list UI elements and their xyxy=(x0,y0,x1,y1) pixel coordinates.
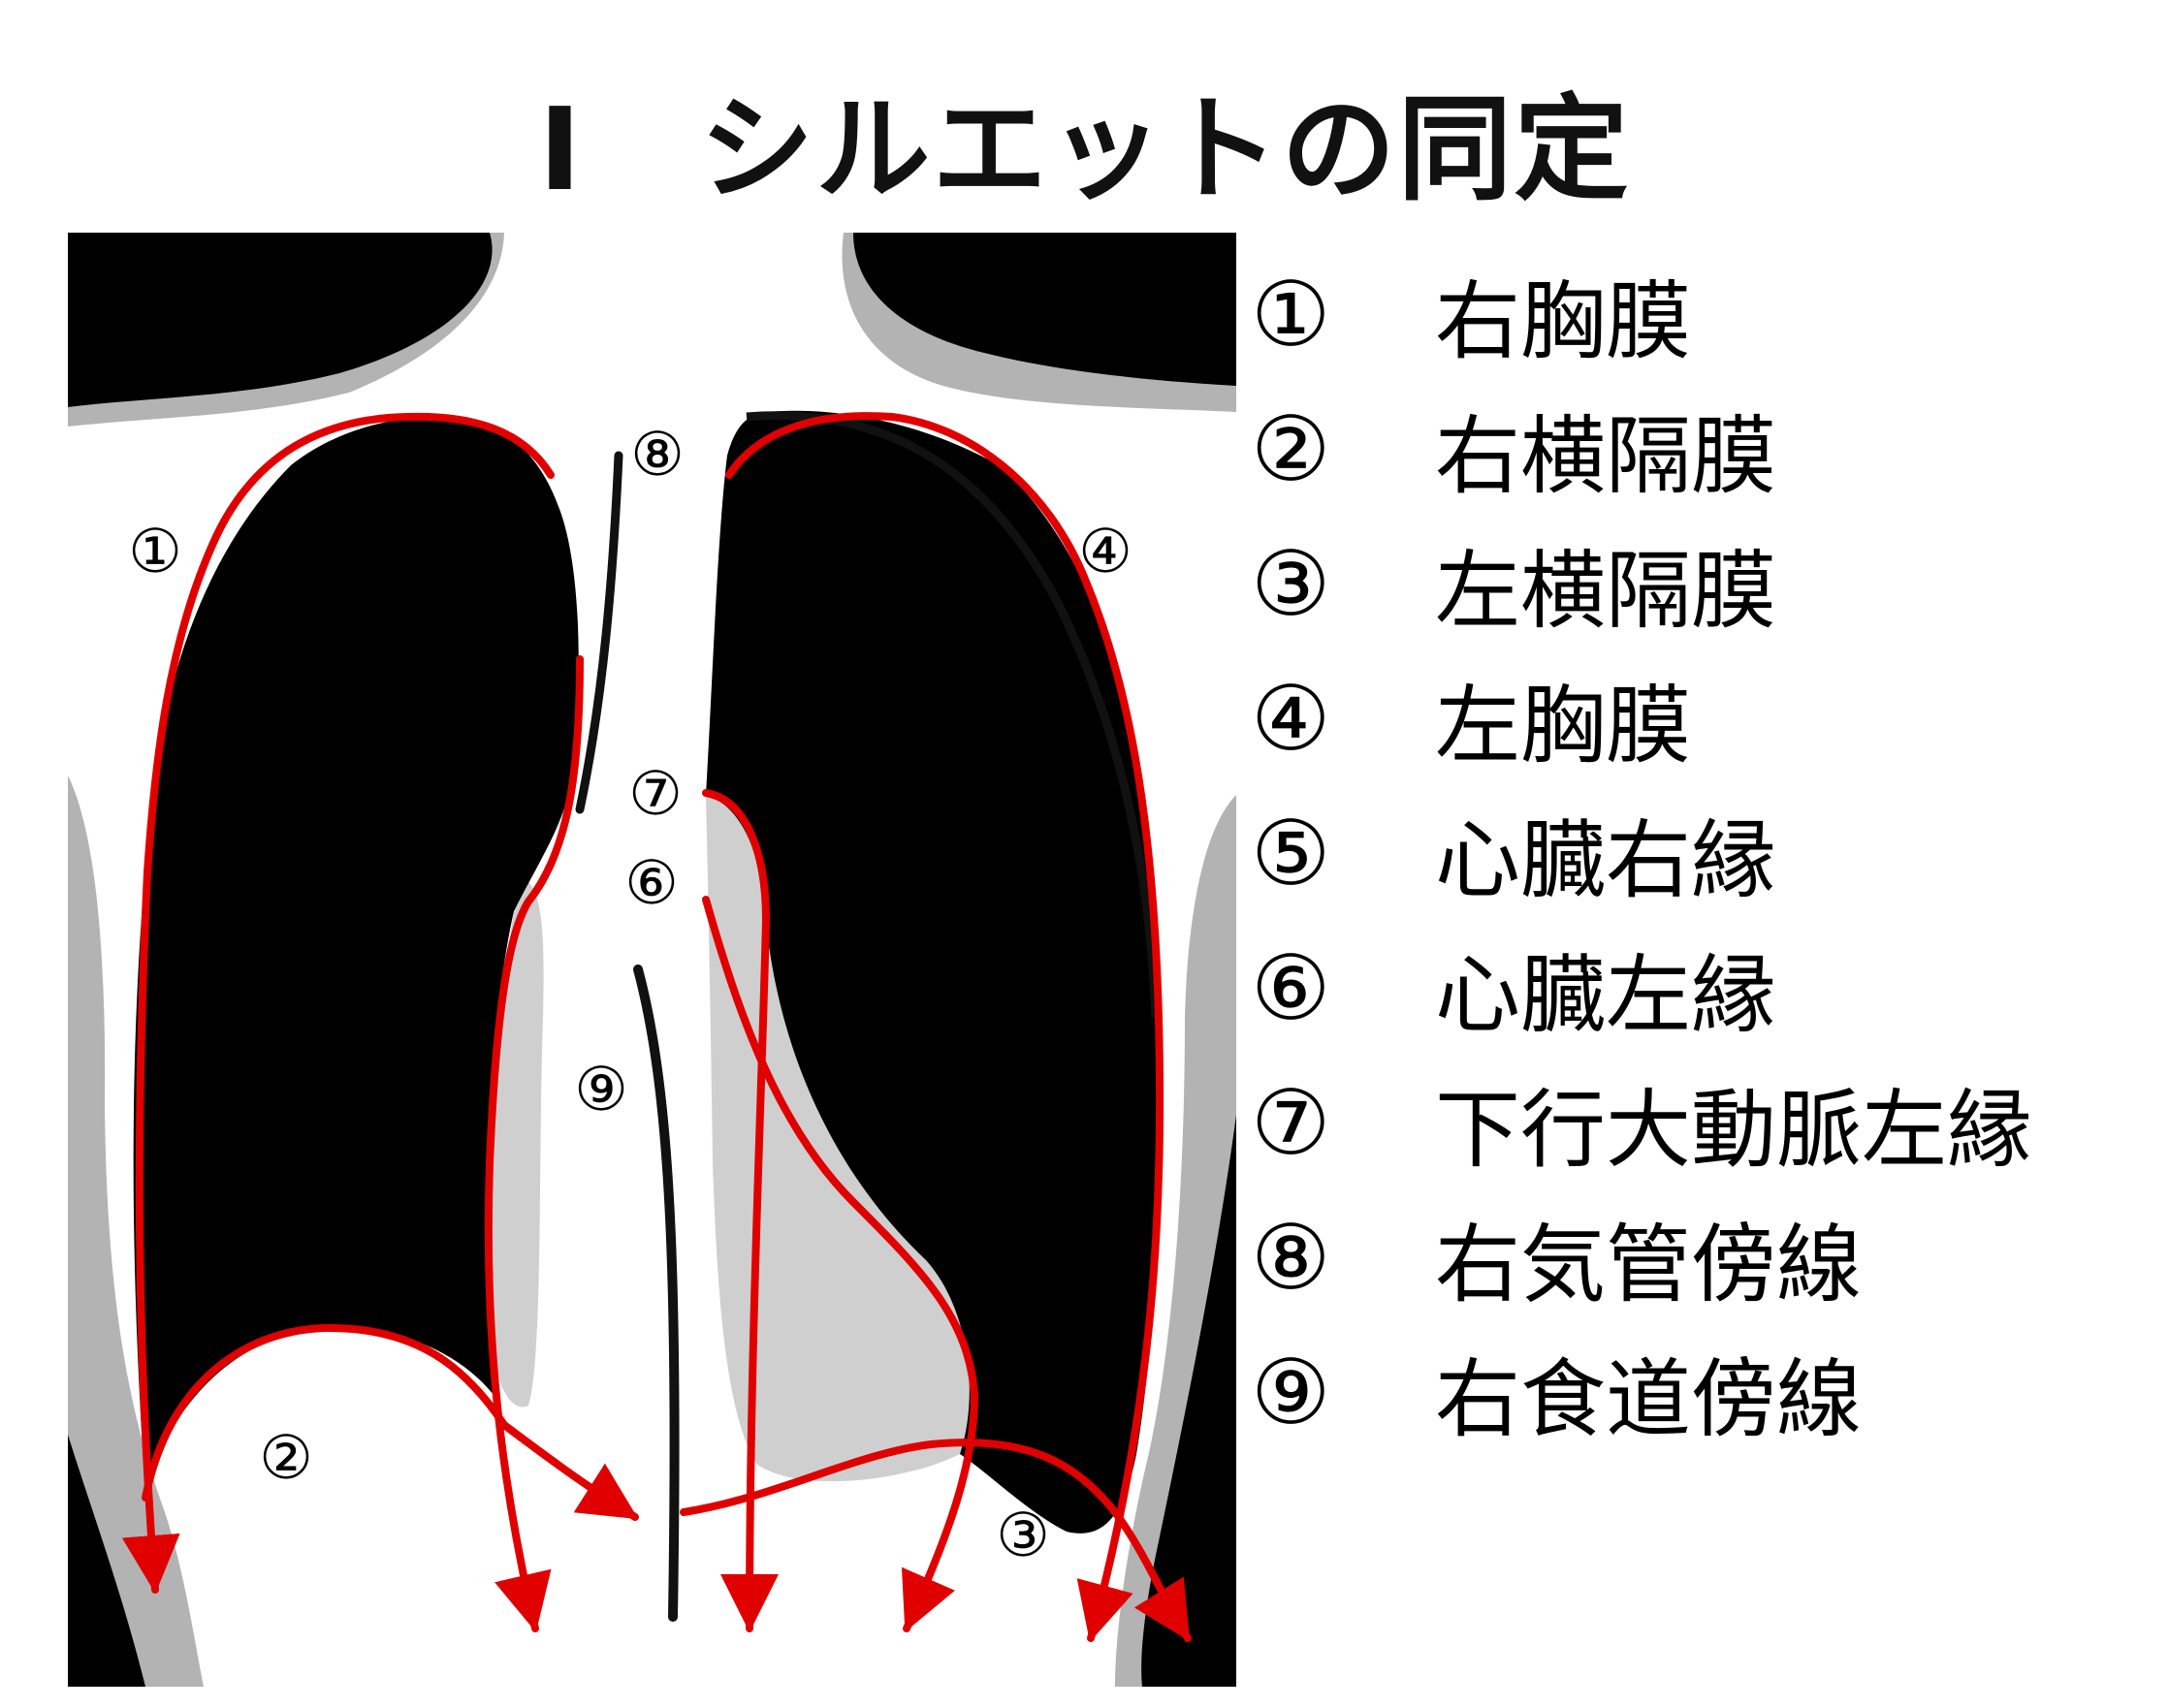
marker-right-hemidiaphragm: ② xyxy=(259,1422,313,1493)
legend-item: ⑨ 右食道傍線 xyxy=(1251,1325,2032,1460)
marker-descending-aorta: ⑦ xyxy=(628,758,683,829)
legend-number: ③ xyxy=(1251,532,1331,636)
page-title: I シルエットの同定 xyxy=(538,82,1631,216)
left-pleura-outline xyxy=(725,412,1164,1642)
legend-item: ② 右横隔膜 xyxy=(1251,382,2032,517)
legend-label: 右食道傍線 xyxy=(1435,1349,1863,1449)
right-paratracheal-line xyxy=(575,451,623,814)
legend-label: 心臓左縁 xyxy=(1435,945,1777,1045)
right-heart-border-outline xyxy=(484,655,584,1632)
legend-number: ① xyxy=(1251,263,1331,366)
legend-number: ② xyxy=(1251,397,1331,501)
marker-left-heart-border: ⑥ xyxy=(624,847,679,918)
marker-right-paraesophageal: ⑨ xyxy=(574,1054,628,1124)
legend: ① 右胸膜 ② 右横隔膜 ③ 左横隔膜 ④ 左胸膜 ⑤ 心臓右縁 ⑥ 心臓左縁 ⑦ 下行大動脈… xyxy=(1251,247,2032,1460)
legend-label: 右胸膜 xyxy=(1435,271,1692,371)
right-chest-wall-tissue xyxy=(68,775,204,1687)
right-hemidiaphragm-outline xyxy=(142,1323,639,1521)
legend-item: ⑦ 下行大動脈左縁 xyxy=(1251,1056,2032,1190)
right-shoulder xyxy=(68,233,493,407)
marker-left-pleura: ④ xyxy=(1078,516,1132,586)
marker-right-paratracheal: ⑧ xyxy=(630,419,685,490)
descending-aorta-outline xyxy=(702,789,780,1632)
red-outlines xyxy=(121,412,1192,1642)
legend-label: 右気管傍線 xyxy=(1435,1215,1863,1314)
marker-right-pleura: ① xyxy=(128,516,182,586)
legend-label: 左横隔膜 xyxy=(1435,541,1777,641)
left-heart-border-outline xyxy=(702,896,979,1632)
left-shoulder xyxy=(853,233,1236,386)
legend-item: ④ 左胸膜 xyxy=(1251,651,2032,786)
legend-number: ⑦ xyxy=(1251,1071,1331,1175)
right-chest-wall xyxy=(68,1435,145,1687)
marker-right-heart-border: ⑤ xyxy=(496,603,551,674)
legend-number: ⑨ xyxy=(1251,1341,1331,1444)
left-hemidiaphragm-outline xyxy=(680,1439,1192,1642)
legend-item: ⑥ 心臓左縁 xyxy=(1251,921,2032,1056)
marker-left-hemidiaphragm: ③ xyxy=(996,1500,1050,1570)
legend-label: 右横隔膜 xyxy=(1435,406,1777,506)
legend-item: ③ 左横隔膜 xyxy=(1251,517,2032,651)
left-heart-shadow xyxy=(706,795,970,1482)
left-lung xyxy=(706,410,1159,1534)
legend-number: ⑥ xyxy=(1251,936,1331,1040)
legend-label: 心臓右縁 xyxy=(1435,810,1777,910)
left-lung-black-edge xyxy=(746,411,1161,1019)
right-paraesophageal-line xyxy=(633,965,680,1622)
legend-label: 下行大動脈左縁 xyxy=(1435,1080,2033,1180)
right-lung xyxy=(133,416,579,1494)
legend-item: ① 右胸膜 xyxy=(1251,247,2032,382)
legend-number: ④ xyxy=(1251,667,1331,771)
legend-number: ⑧ xyxy=(1251,1206,1331,1310)
left-chest-wall xyxy=(1141,1115,1236,1687)
legend-item: ⑧ 右気管傍線 xyxy=(1251,1190,2032,1325)
right-pleura-outline xyxy=(121,412,555,1594)
legend-label: 左胸膜 xyxy=(1435,676,1692,775)
legend-number: ⑤ xyxy=(1251,802,1331,905)
legend-item: ⑤ 心臓右縁 xyxy=(1251,786,2032,921)
